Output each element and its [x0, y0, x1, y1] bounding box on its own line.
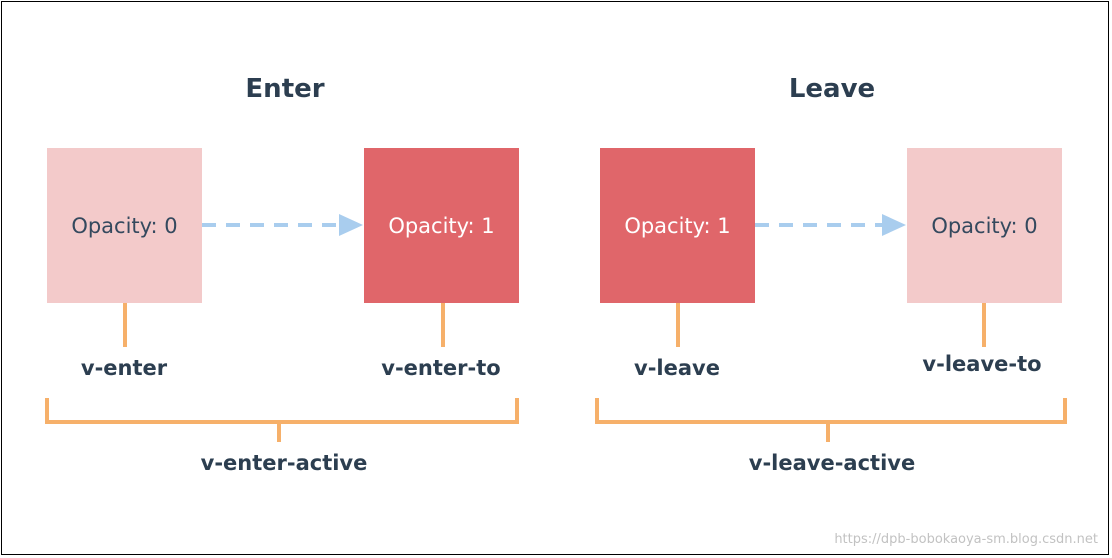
enter-to-connector	[441, 303, 445, 347]
leave-from-connector	[676, 303, 680, 347]
leave-arrow-head	[882, 214, 906, 236]
leave-title: Leave	[788, 74, 876, 104]
v-enter-label: v-enter	[80, 356, 168, 380]
leave-from-box-label: Opacity: 1	[624, 213, 731, 238]
leave-to-box-label: Opacity: 0	[931, 213, 1038, 238]
enter-title: Enter	[245, 74, 325, 104]
v-enter-active-label: v-enter-active	[200, 451, 368, 475]
enter-to-box-label: Opacity: 1	[388, 213, 495, 238]
enter-arrow-head	[339, 214, 363, 236]
enter-from-box: Opacity: 0	[47, 148, 202, 303]
v-leave-active-label: v-leave-active	[748, 451, 916, 475]
enter-active-bracket	[45, 398, 519, 424]
v-leave-label: v-leave	[634, 356, 720, 380]
enter-from-connector	[123, 303, 127, 347]
leave-to-box: Opacity: 0	[907, 148, 1062, 303]
v-leave-to-label: v-leave-to	[922, 352, 1042, 376]
leave-from-box: Opacity: 1	[600, 148, 755, 303]
watermark-text: https://dpb-bobokaoya-sm.blog.csdn.net	[834, 532, 1098, 547]
leave-to-connector	[982, 303, 986, 347]
v-enter-to-label: v-enter-to	[381, 356, 501, 380]
enter-to-box: Opacity: 1	[364, 148, 519, 303]
enter-from-box-label: Opacity: 0	[71, 213, 178, 238]
leave-active-bracket	[595, 398, 1067, 424]
